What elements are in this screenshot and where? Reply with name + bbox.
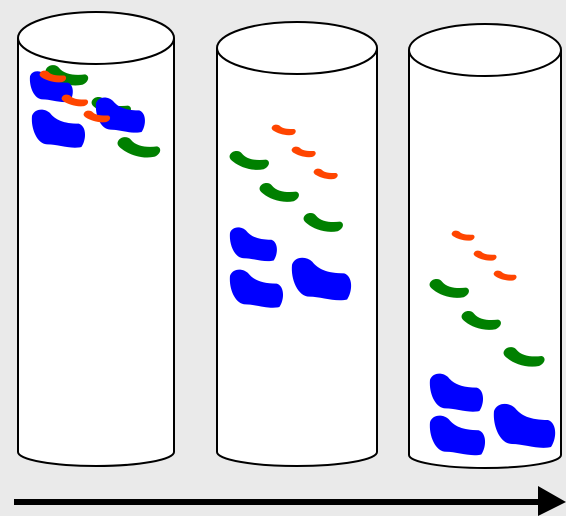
tube-2-blue-particle-7	[229, 227, 277, 262]
tube-3	[408, 23, 562, 469]
tube-2-orange-particle-1	[271, 124, 296, 136]
tube-2-green-particle-6	[303, 213, 343, 232]
tube-3-orange-particle-3	[493, 270, 517, 281]
right-arrow-icon	[14, 486, 566, 516]
tube-2-green-particle-5	[259, 183, 299, 202]
tube-1-blue-particle-5	[95, 97, 145, 133]
tube-1-orange-particle-7	[39, 70, 67, 83]
tube-3-green-particle-4	[429, 279, 469, 298]
tube-3-orange-particle-1	[451, 230, 475, 241]
tube-2-body	[216, 48, 378, 467]
tube-2-orange-particle-3	[313, 168, 338, 180]
tube-1-rim	[17, 11, 175, 65]
tube-2-rim	[216, 21, 378, 75]
tube-3-blue-particle-9	[493, 403, 556, 448]
tube-3-blue-particle-7	[429, 373, 484, 412]
tube-2-green-particle-4	[229, 151, 269, 170]
tube-1-blue-particle-4	[29, 71, 73, 103]
tube-2-blue-particle-9	[291, 257, 352, 301]
tube-1-blue-particle-6	[31, 109, 86, 148]
tube-3-green-particle-5	[461, 311, 501, 330]
tube-2-blue-particle-8	[229, 269, 284, 308]
tube-1-orange-particle-9	[83, 110, 111, 123]
tube-1-green-particle-3	[117, 137, 161, 158]
tube-2-orange-particle-2	[291, 146, 316, 158]
tube-3-blue-particle-8	[429, 415, 486, 456]
tube-3-green-particle-6	[503, 347, 545, 367]
tube-3-orange-particle-2	[473, 250, 497, 261]
particle-layer	[29, 65, 556, 456]
tube-3-rim	[408, 23, 562, 77]
tube-2	[216, 21, 378, 467]
tube-1-orange-particle-8	[61, 94, 89, 107]
